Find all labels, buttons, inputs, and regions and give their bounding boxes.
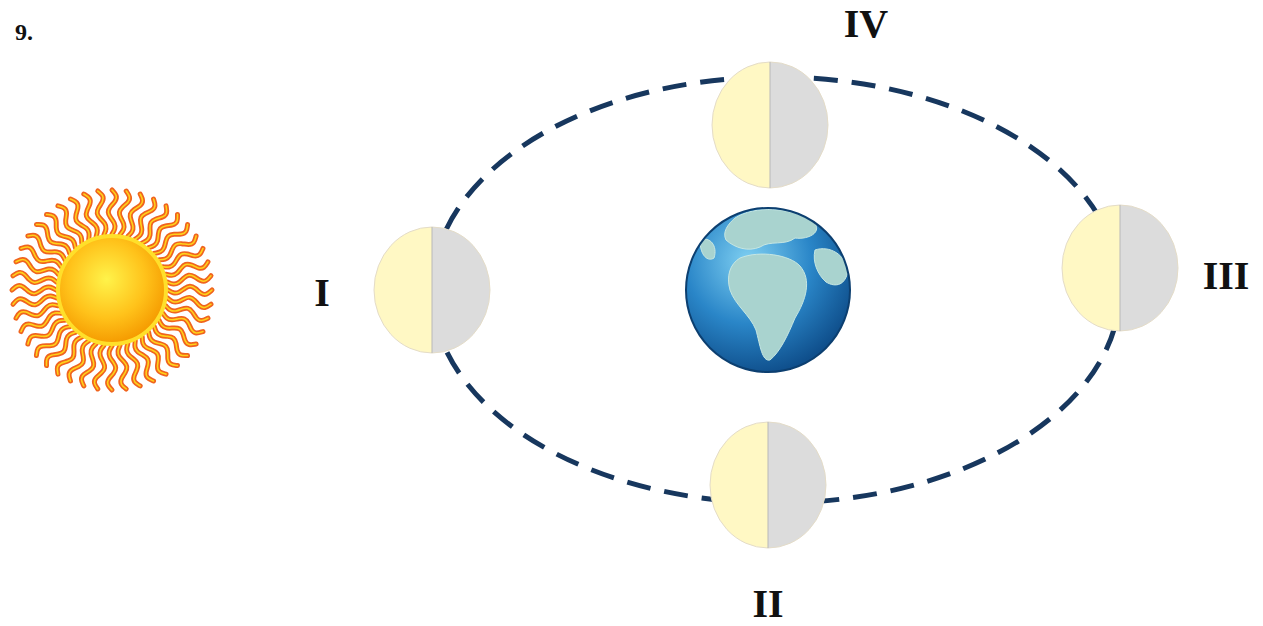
moon-position-label: III [1203,256,1250,296]
sun [58,236,166,344]
moon [712,62,828,188]
moon [710,422,826,548]
earth [686,208,850,372]
moon-position-label: I [314,273,330,313]
moon-position-label: II [752,584,783,624]
moon-position-label: IV [844,4,888,44]
moon [1062,205,1178,331]
moon [374,227,490,353]
sun-rays [12,190,212,390]
question-number: 9. [15,20,33,44]
